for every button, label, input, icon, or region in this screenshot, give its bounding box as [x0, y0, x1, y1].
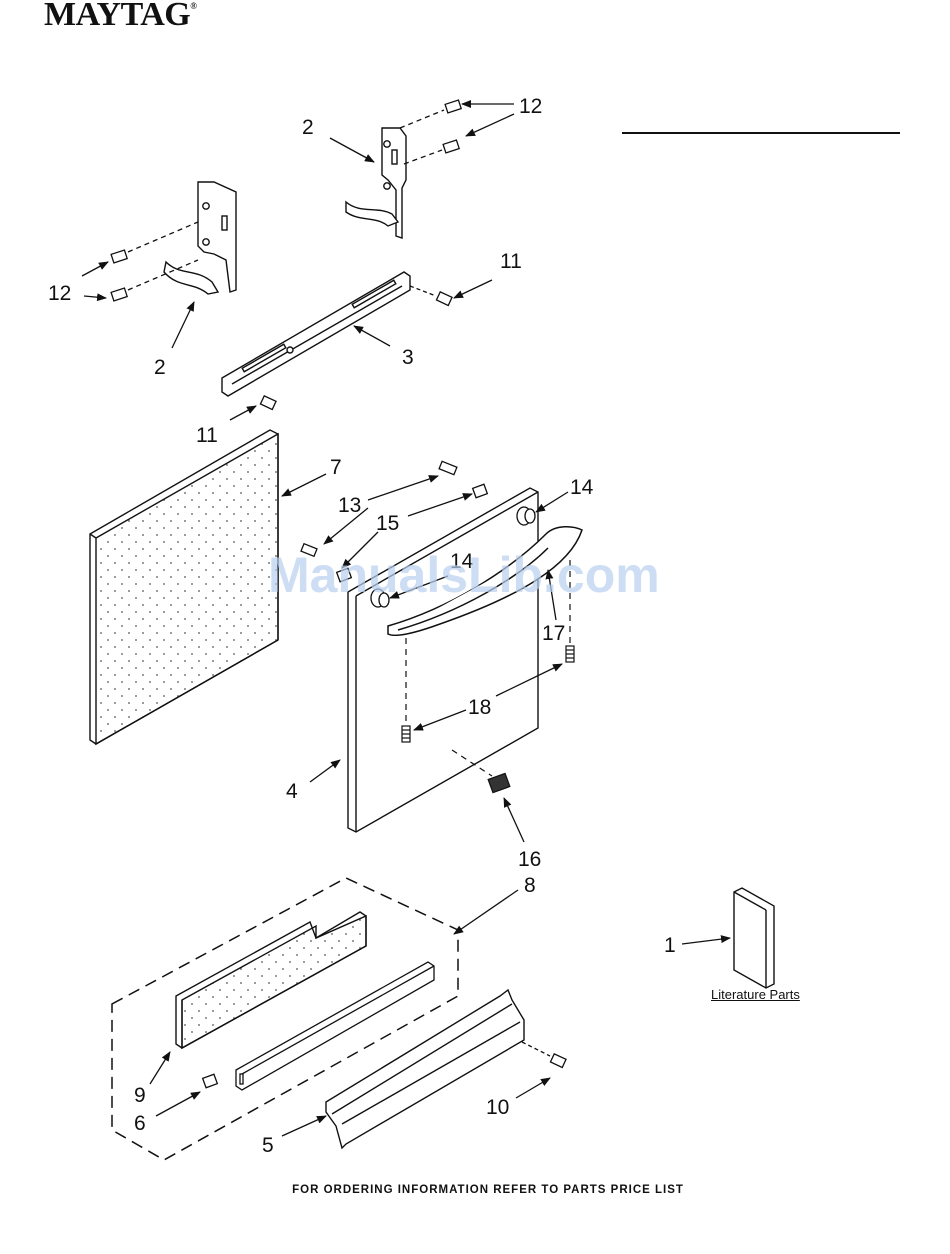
standoff-upper: [517, 507, 535, 525]
callout: 4: [286, 780, 298, 803]
callout: 11: [196, 424, 218, 447]
callout: 10: [486, 1096, 509, 1119]
callout: 11: [500, 250, 522, 273]
callout: 8: [524, 874, 536, 897]
screw-13: [301, 461, 457, 556]
callout: 12: [519, 95, 542, 118]
screw-11-left: [260, 396, 276, 410]
literature-booklet: [734, 888, 774, 988]
screw-11-right: [410, 286, 452, 305]
callout: 18: [468, 696, 491, 719]
mounting-rail: [222, 272, 410, 396]
callout: 7: [330, 456, 342, 479]
callout: 2: [302, 116, 314, 139]
watermark: ManualsLib.com: [268, 546, 660, 604]
clip-6: [203, 1074, 218, 1088]
kit-8-outline: [112, 878, 458, 1160]
callout: 9: [134, 1084, 146, 1107]
screw-12-upper-b: [404, 140, 459, 164]
callout: 3: [402, 346, 414, 369]
screw-10: [522, 1042, 566, 1067]
callout: 17: [542, 622, 565, 645]
callout: 6: [134, 1112, 146, 1135]
insulation-panel: [90, 430, 278, 744]
callout: 16: [518, 848, 541, 871]
callout: 2: [154, 356, 166, 379]
callout: 5: [262, 1134, 274, 1157]
mounting-bracket-left: [164, 182, 236, 294]
screw-12-upper-a: [400, 100, 461, 128]
callout: 15: [376, 512, 399, 535]
callout: 14: [570, 476, 594, 499]
callout: 12: [48, 282, 71, 305]
callout: 13: [338, 494, 361, 517]
door-panel: [348, 488, 538, 832]
literature-parts-label: Literature Parts: [711, 987, 800, 1002]
callout: 1: [664, 934, 676, 957]
mounting-bracket-right: [346, 128, 406, 238]
screw-12-left-a: [111, 222, 198, 263]
footer-note: FOR ORDERING INFORMATION REFER TO PARTS …: [0, 1184, 950, 1196]
